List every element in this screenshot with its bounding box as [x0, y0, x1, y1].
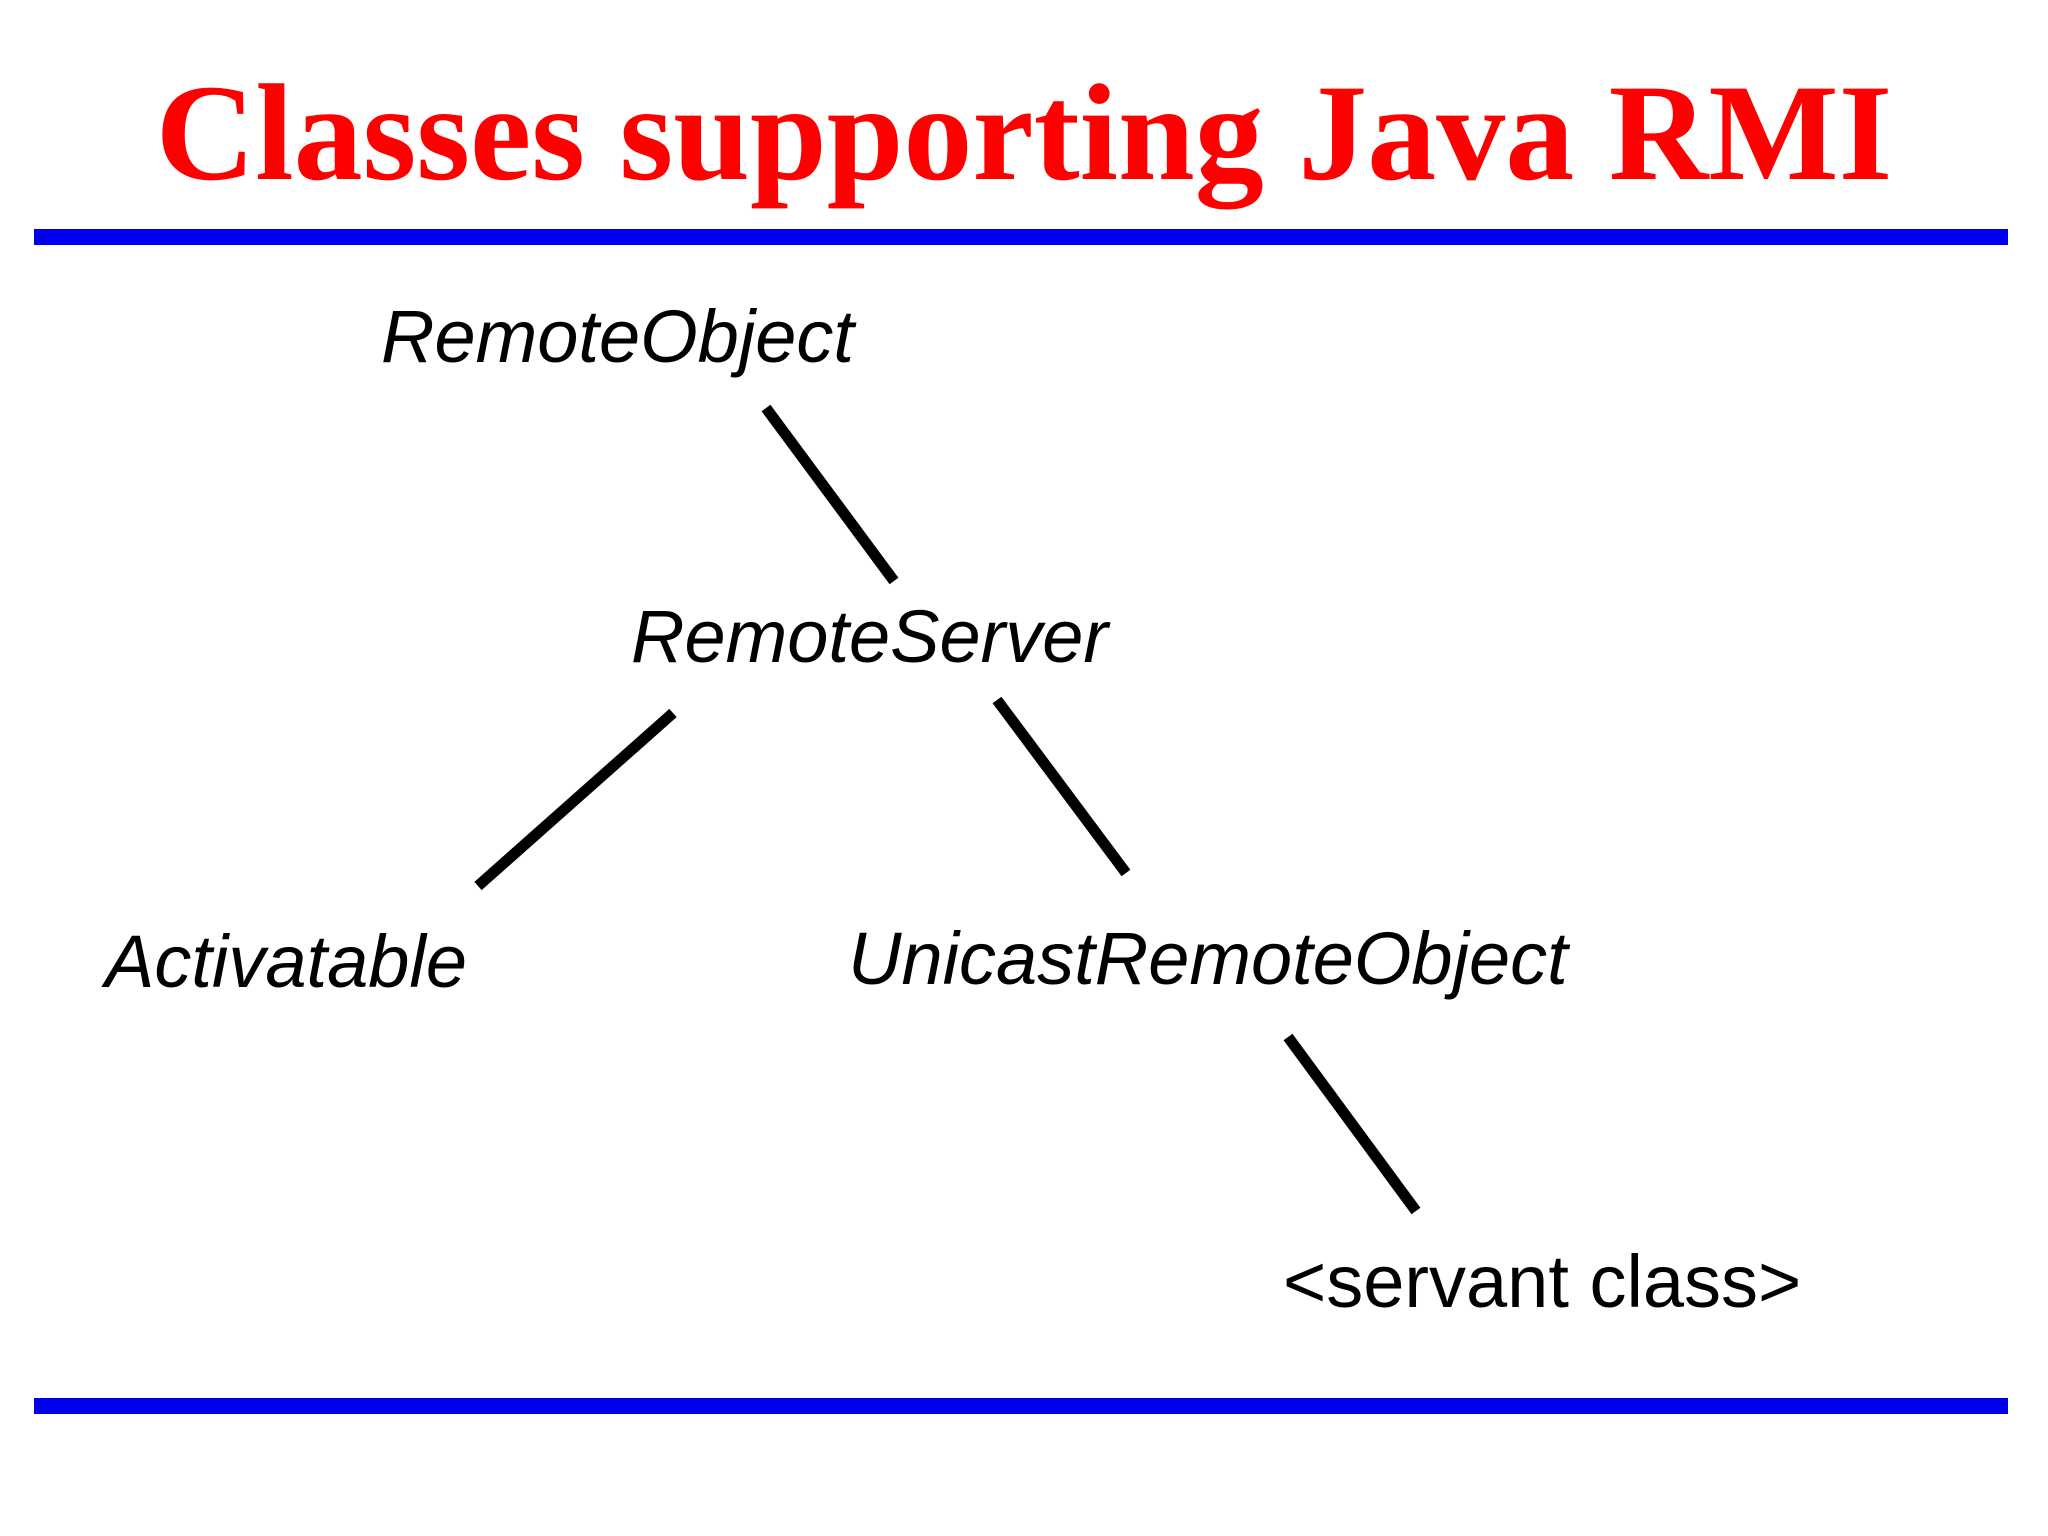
node-remote-object: RemoteObject	[381, 295, 854, 378]
edge-remote-object-to-remote-server	[761, 404, 899, 585]
top-divider	[34, 229, 2008, 245]
node-activatable: Activatable	[105, 920, 467, 1003]
node-servant-class: <servant class>	[1283, 1240, 1802, 1323]
node-remote-server: RemoteServer	[631, 595, 1109, 678]
slide-title: Classes supporting Java RMI	[155, 56, 1893, 209]
edge-remote-server-to-activatable	[474, 708, 677, 891]
edge-unicast-remote-object-to-servant-class	[1283, 1033, 1421, 1215]
bottom-divider	[34, 1398, 2008, 1414]
node-unicast-remote-object: UnicastRemoteObject	[848, 917, 1568, 1000]
edge-remote-server-to-unicast-remote-object	[992, 696, 1131, 877]
